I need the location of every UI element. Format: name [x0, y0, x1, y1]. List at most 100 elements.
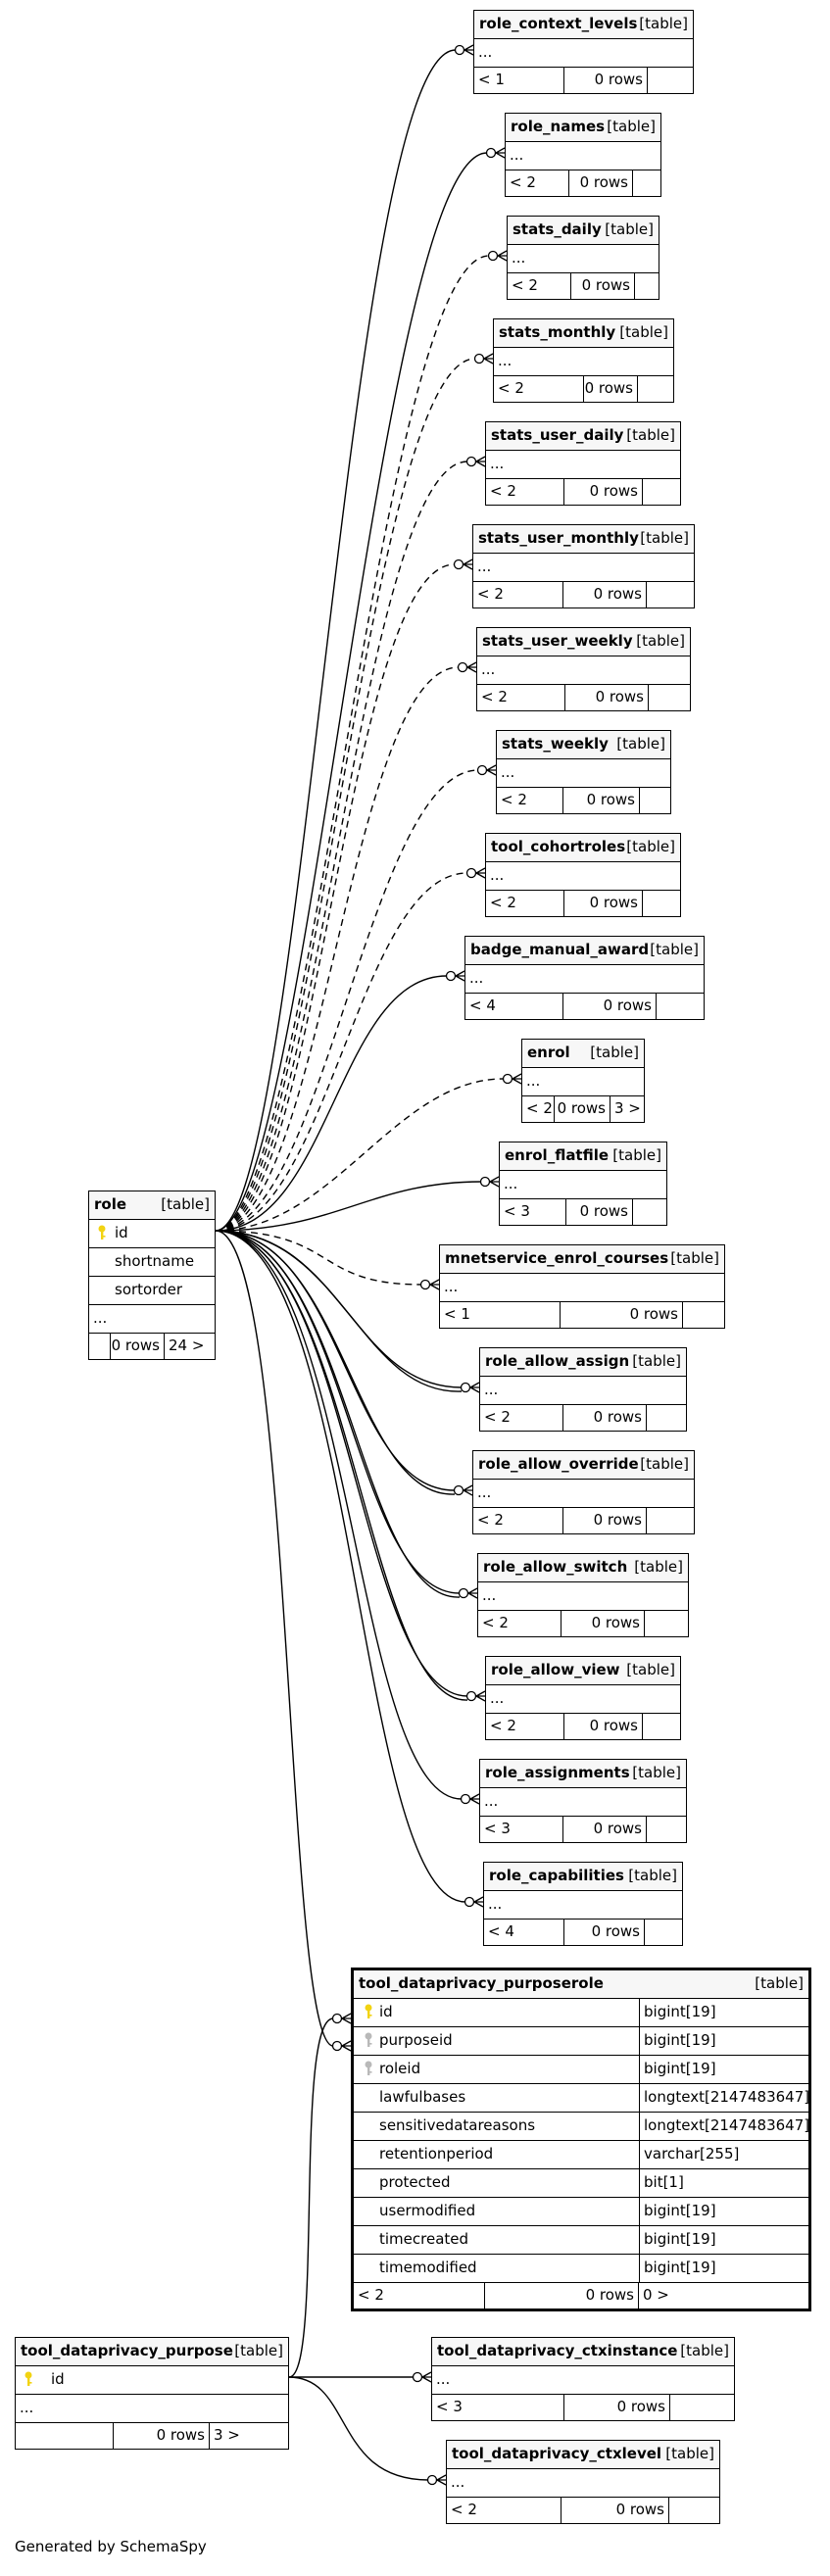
children-count[interactable]	[643, 479, 680, 505]
children-count[interactable]	[683, 1302, 724, 1328]
row-count: 0 rows	[564, 1920, 645, 1945]
parents-count[interactable]: < 2	[473, 1508, 563, 1533]
parents-count[interactable]: < 2	[480, 1405, 563, 1431]
children-count[interactable]	[633, 170, 660, 196]
children-count[interactable]	[635, 273, 659, 299]
parents-count[interactable]: < 2	[506, 170, 569, 196]
children-count[interactable]	[640, 788, 670, 813]
parents-count[interactable]: < 4	[465, 994, 563, 1019]
children-count[interactable]	[670, 2395, 734, 2420]
table-name[interactable]: role_allow_assign	[485, 1352, 630, 1370]
parents-count[interactable]: < 2	[447, 2498, 561, 2523]
table-name[interactable]: tool_cohortroles	[491, 838, 626, 855]
table-name[interactable]: stats_weekly	[502, 735, 609, 753]
parents-count[interactable]: < 2	[494, 376, 584, 402]
parents-count[interactable]: < 3	[500, 1199, 566, 1225]
children-count[interactable]	[647, 1817, 686, 1842]
parents-count[interactable]: < 2	[473, 582, 563, 608]
table-name[interactable]: role	[94, 1195, 127, 1213]
parents-count[interactable]: < 2	[486, 1714, 564, 1739]
parents-count[interactable]: < 2	[477, 685, 565, 710]
parents-count[interactable]: < 3	[432, 2395, 564, 2420]
table-name[interactable]: badge_manual_award	[470, 941, 650, 958]
table-tool-dataprivacy-ctxinstance[interactable]: tool_dataprivacy_ctxinstance[table]...< …	[431, 2337, 735, 2421]
table-name[interactable]: role_capabilities	[489, 1867, 624, 1884]
table-name[interactable]: role_context_levels	[479, 15, 638, 32]
parents-count[interactable]: < 2	[486, 479, 564, 505]
table-name[interactable]: stats_user_monthly	[478, 529, 639, 547]
parents-count[interactable]: < 2	[522, 1096, 555, 1122]
table-name[interactable]: enrol	[527, 1044, 570, 1061]
table-name[interactable]: stats_monthly	[499, 323, 616, 341]
table-name[interactable]: stats_daily	[513, 220, 602, 238]
children-count[interactable]: 0 >	[639, 2283, 808, 2309]
children-count[interactable]	[643, 891, 680, 916]
table-name[interactable]: stats_user_weekly	[482, 632, 633, 650]
table-name[interactable]: stats_user_daily	[491, 426, 624, 444]
children-count[interactable]	[647, 582, 694, 608]
parents-count[interactable]: < 2	[486, 891, 564, 916]
table-name[interactable]: tool_dataprivacy_ctxinstance	[437, 2342, 678, 2359]
parents-count[interactable]: < 2	[508, 273, 571, 299]
table-name[interactable]: role_names	[511, 118, 606, 135]
children-count[interactable]	[638, 376, 673, 402]
children-count[interactable]	[645, 1920, 682, 1945]
table-name[interactable]: role_allow_view	[491, 1661, 620, 1678]
table-name[interactable]: tool_dataprivacy_ctxlevel	[452, 2445, 662, 2462]
table-name[interactable]: role_allow_switch	[483, 1558, 628, 1576]
children-count[interactable]	[649, 685, 690, 710]
table-header: tool_dataprivacy_ctxinstance[table]	[432, 2338, 734, 2366]
children-count[interactable]: 3 >	[210, 2423, 288, 2449]
parents-count[interactable]: < 4	[484, 1920, 564, 1945]
table-name[interactable]: enrol_flatfile	[505, 1146, 610, 1164]
parents-count[interactable]	[89, 1334, 111, 1359]
table-name[interactable]: mnetservice_enrol_courses	[445, 1249, 669, 1267]
children-count[interactable]	[643, 1714, 680, 1739]
children-count[interactable]: 24 >	[165, 1334, 215, 1359]
parents-count[interactable]: < 2	[354, 2283, 485, 2309]
children-count[interactable]	[647, 1508, 694, 1533]
parents-count[interactable]: < 3	[480, 1817, 563, 1842]
parents-count[interactable]: < 1	[440, 1302, 561, 1328]
parents-count[interactable]	[16, 2423, 114, 2449]
table-name[interactable]: tool_dataprivacy_purpose	[21, 2342, 233, 2359]
children-count[interactable]	[669, 2498, 719, 2523]
parents-count[interactable]: < 2	[478, 1611, 561, 1636]
relationship-line	[215, 152, 488, 1232]
children-count[interactable]	[647, 1405, 686, 1431]
parents-count[interactable]: < 2	[497, 788, 563, 813]
parents-count[interactable]: < 1	[474, 68, 564, 93]
table-name[interactable]: role_allow_override	[478, 1455, 639, 1473]
table-name[interactable]: role_assignments	[485, 1764, 630, 1781]
children-count[interactable]	[645, 1611, 688, 1636]
children-count[interactable]: 3 >	[610, 1096, 644, 1122]
children-count[interactable]	[657, 994, 704, 1019]
table-name[interactable]: tool_dataprivacy_purposerole	[359, 1974, 604, 1992]
children-count[interactable]	[648, 68, 693, 93]
table-tool-dataprivacy-purpose[interactable]: tool_dataprivacy_purpose[table]id...0 ro…	[15, 2337, 289, 2450]
children-count[interactable]	[633, 1199, 666, 1225]
